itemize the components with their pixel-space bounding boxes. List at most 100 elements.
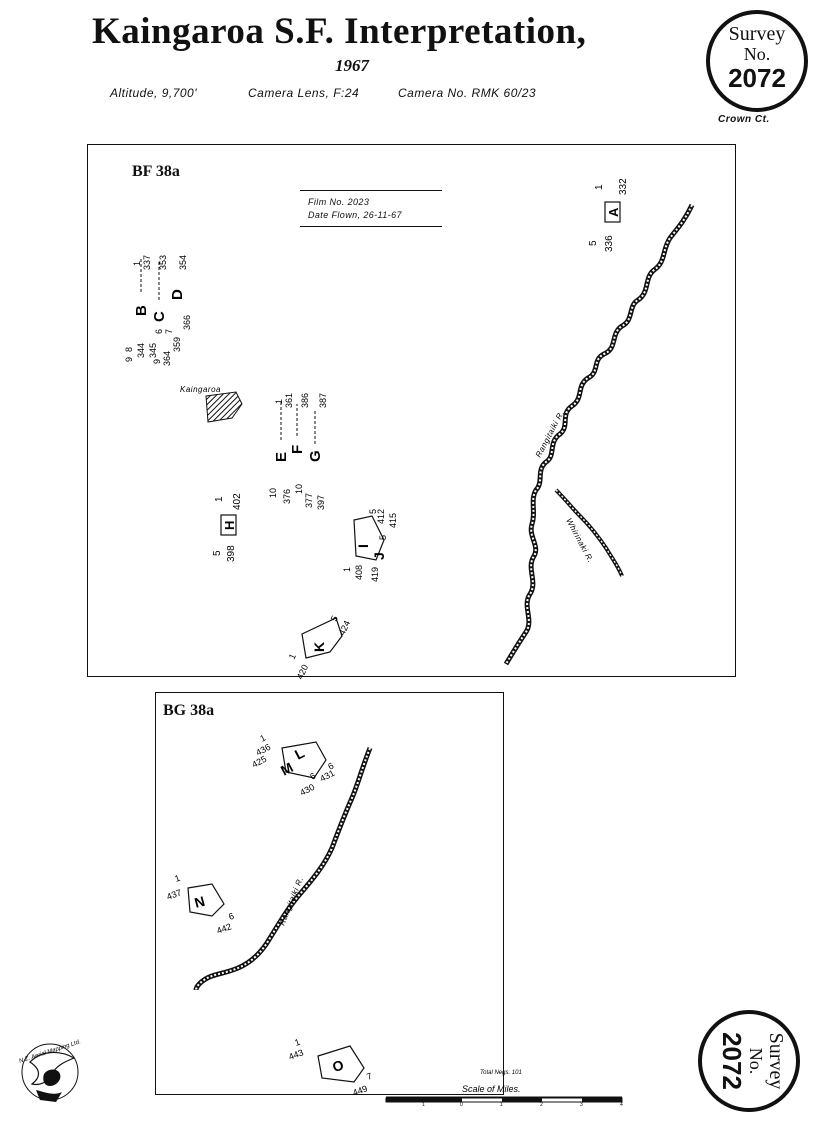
- run-h-n1: 1: [214, 496, 225, 502]
- camera-number-text: Camera No. RMK 60/23: [398, 86, 537, 100]
- run-ij-n5: 1: [342, 567, 352, 572]
- run-lm-n7: 430: [298, 782, 316, 798]
- run-n-n1: 1: [173, 873, 181, 884]
- run-h-n3: 5: [212, 550, 223, 556]
- run-o-n2: 443: [287, 1047, 305, 1062]
- run-efg-n7: 10: [294, 484, 304, 494]
- run-a-n1: 1: [594, 184, 605, 190]
- run-ij-n1: 5: [368, 509, 378, 514]
- run-bcd-n4: 344: [136, 343, 146, 358]
- run-bcd-n12: 354: [178, 255, 188, 270]
- crown-caption: Crown Ct.: [718, 114, 770, 125]
- run-k: K 5 424 1 420: [287, 614, 352, 681]
- run-b-letter: B: [133, 305, 150, 316]
- run-h: H 1 402 5 398: [212, 493, 243, 562]
- river-label-rangitaiki-2: Rangitaiki R.: [278, 875, 306, 926]
- run-bcd: B C D 1 337 8 344 9 345 9 364 6 7 353 35…: [124, 255, 192, 366]
- run-ij-n7: 419: [370, 567, 380, 582]
- run-lm-n4: 6: [326, 761, 335, 772]
- run-bcd-n7: 9: [152, 359, 162, 364]
- run-ij-n3: 5: [378, 535, 388, 540]
- run-o-n3: 7: [365, 1071, 373, 1082]
- settlement-kaingaroa: [205, 391, 243, 423]
- run-efg-n4: 387: [318, 393, 328, 408]
- stamp-survey-label: Survey: [765, 1032, 787, 1090]
- run-bcd-n14: 366: [182, 315, 192, 330]
- map-year: 1967: [335, 56, 369, 75]
- run-efg-n8: 377: [304, 493, 314, 508]
- run-a-letter: A: [606, 207, 621, 217]
- run-n-n3: 6: [227, 911, 235, 922]
- river-whirinaki: [554, 488, 624, 577]
- aerial-mapping-logo: N.Z. Aerial Mapping Ltd.: [18, 1039, 82, 1102]
- run-lm-n1: 1: [258, 733, 267, 744]
- scale-bar: Total Negs. 101 Scale of Miles. 1 0 1 2 …: [385, 1070, 623, 1108]
- run-ij: I J 5 412 5 415 1 408 419: [342, 509, 398, 582]
- stamp-survey-label: Survey: [728, 23, 786, 45]
- frame-label-bg38a: BG 38a: [163, 702, 215, 719]
- run-efg-n9: 397: [316, 495, 326, 510]
- run-bcd-n5: 9: [124, 357, 134, 362]
- run-h-n4: 398: [226, 545, 237, 562]
- run-bcd-n9: 6: [154, 329, 164, 334]
- run-bcd-n1: 1: [132, 261, 142, 266]
- camera-lens-text: Camera Lens, F:24: [248, 86, 360, 100]
- scale-tick-label: 3: [580, 1102, 583, 1108]
- run-efg: E F G 1 361 386 387 10 376 10 377 397: [268, 393, 328, 510]
- run-efg-n6: 376: [282, 489, 292, 504]
- run-a: A 1 332 5 336: [588, 178, 629, 252]
- run-i-letter: I: [355, 544, 371, 548]
- stamp-number: 2072: [728, 63, 786, 93]
- run-n-n4: 442: [215, 921, 233, 936]
- run-lm-n6: 6: [308, 771, 317, 782]
- run-bcd-n3: 8: [124, 347, 134, 352]
- run-n-letter: N: [193, 893, 207, 911]
- run-d-letter: D: [169, 289, 186, 300]
- run-e-letter: E: [273, 452, 290, 462]
- survey-stamp-top: Survey No. 2072: [706, 10, 808, 112]
- run-k-n4: 420: [295, 663, 310, 681]
- run-efg-n2: 361: [284, 393, 294, 408]
- film-number: Film No. 2023: [308, 197, 370, 207]
- run-ij-n6: 408: [354, 565, 364, 580]
- run-efg-n1: 1: [274, 399, 284, 404]
- run-k-letter: K: [311, 642, 327, 652]
- scale-tick-label: 4: [620, 1102, 623, 1108]
- scale-title: Scale of Miles.: [462, 1084, 521, 1094]
- river-rangitaiki-bf38a: [503, 203, 695, 666]
- run-k-n3: 1: [287, 652, 298, 661]
- map-title: Kaingaroa S.F. Interpretation,: [92, 11, 587, 52]
- run-k-n1: 5: [329, 614, 340, 623]
- stamp-no-label: No.: [746, 1047, 766, 1075]
- run-n: N 1 437 6 442: [165, 873, 235, 936]
- run-o-n4: 449: [351, 1083, 369, 1098]
- run-j-letter: J: [371, 552, 387, 560]
- run-o: O 1 443 7 449: [287, 1037, 373, 1098]
- run-k-n2: 424: [337, 619, 352, 637]
- stamp-number: 2072: [717, 1032, 747, 1090]
- film-info-box: Film No. 2023 Date Flown, 26-11-67: [300, 190, 442, 227]
- river-rangitaiki-bg38a: [193, 747, 373, 991]
- scale-tick-label: 0: [460, 1102, 463, 1108]
- run-ij-n4: 415: [388, 513, 398, 528]
- total-negs: Total Negs. 101: [480, 1070, 522, 1076]
- run-bcd-n11: 353: [158, 255, 168, 270]
- run-a-n4: 336: [604, 235, 615, 252]
- run-lm-n3: 425: [250, 754, 268, 770]
- river-label-whirinaki: Whirinaki R.: [564, 517, 595, 565]
- run-c-letter: C: [151, 311, 168, 322]
- survey-stamp-bottom: Survey No. 2072: [698, 1010, 800, 1112]
- stamp-no-label: No.: [743, 44, 771, 64]
- run-ij-n2: 412: [376, 509, 386, 524]
- run-bcd-n13: 359: [172, 337, 182, 352]
- frame-label-bf38a: BF 38a: [132, 163, 180, 180]
- scale-tick-label: 1: [422, 1102, 425, 1108]
- run-bcd-n8: 364: [162, 351, 172, 366]
- place-label-kaingaroa: Kaingaroa: [180, 385, 221, 394]
- altitude-text: Altitude, 9,700': [110, 86, 198, 100]
- run-bcd-n6: 345: [148, 343, 158, 358]
- run-h-n2: 402: [232, 493, 243, 510]
- scale-tick-label: 1: [500, 1102, 503, 1108]
- photo-frame-bf38a: [87, 144, 736, 677]
